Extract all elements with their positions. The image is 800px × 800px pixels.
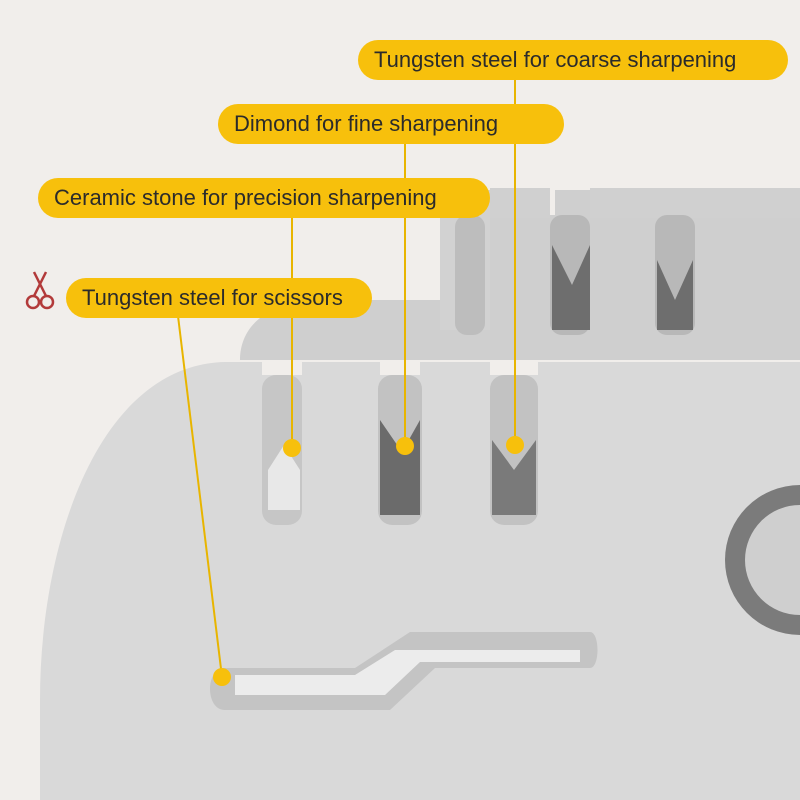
label-precision-sharpening: Ceramic stone for precision sharpening [38, 178, 490, 218]
dot-coarse [506, 436, 524, 454]
dot-ceramic [283, 439, 301, 457]
dot-fine [396, 437, 414, 455]
label-coarse-sharpening: Tungsten steel for coarse sharpening [358, 40, 788, 80]
label-fine-sharpening: Dimond for fine sharpening [218, 104, 564, 144]
label-scissors-sharpening: Tungsten steel for scissors [66, 278, 372, 318]
dot-scissors [213, 668, 231, 686]
scissors-icon [25, 271, 55, 310]
leader-scissors [177, 315, 223, 678]
back-sharpener-body [240, 188, 800, 360]
front-sharpener-body [40, 362, 800, 800]
marker-dots [213, 436, 524, 686]
